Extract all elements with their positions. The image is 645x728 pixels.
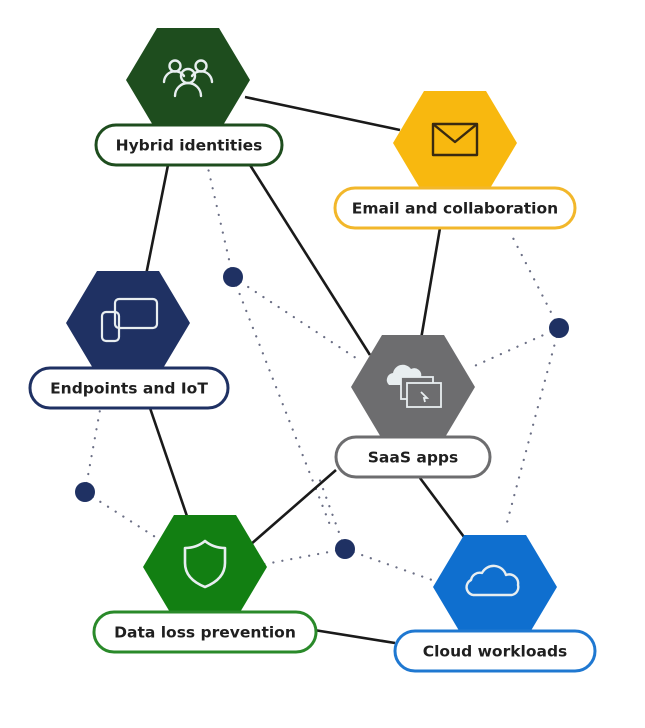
solid-link-hybrid-saas <box>248 164 372 356</box>
solid-link-saas-dlp <box>249 469 337 546</box>
dotted-link-dot-c-endpoints <box>83 408 102 494</box>
node-cloud-workloads[interactable]: Cloud workloads <box>393 535 597 673</box>
people-group-icon <box>162 59 214 98</box>
shield-icon <box>183 539 227 589</box>
dotted-link-dot-a-hybrid <box>206 166 235 279</box>
dotted-link-dot-d-dlp <box>258 547 347 567</box>
solid-link-hybrid-endpoints <box>141 164 170 291</box>
dotted-link-dot-d-cloud <box>343 547 434 582</box>
dotted-link-dot-b-cloud <box>503 326 561 532</box>
hub-dot <box>75 482 95 502</box>
solid-link-endpoints-dlp <box>148 407 192 526</box>
envelope-icon <box>431 122 479 157</box>
dotted-link-dot-a-saas <box>231 275 364 364</box>
solid-link-saas-cloud <box>418 477 472 546</box>
solid-link-dlp-cloud <box>313 628 396 645</box>
hub-dot <box>335 539 355 559</box>
dotted-link-dot-b-saas <box>468 326 561 370</box>
hub-dot <box>549 318 569 338</box>
node-data-loss-prevention[interactable]: Data loss prevention <box>92 515 318 654</box>
node-endpoints-and-iot[interactable]: Endpoints and IoT <box>28 271 230 410</box>
node-label: Data loss prevention <box>114 624 296 642</box>
label-pill <box>334 435 492 479</box>
solid-link-hybrid-email <box>244 95 401 132</box>
dotted-links <box>83 166 561 582</box>
devices-icon <box>100 297 159 343</box>
node-label: Email and collaboration <box>352 200 558 218</box>
label-pill <box>333 186 577 230</box>
solid-links <box>141 95 472 645</box>
solid-link-email-saas <box>418 227 442 346</box>
dotted-link-dot-c-dlp <box>83 490 162 542</box>
dotted-link-dot-b-email <box>508 230 561 330</box>
hub-dots <box>75 267 569 559</box>
hexagon <box>66 271 190 375</box>
node-label: Cloud workloads <box>423 643 568 661</box>
cloud-windows-icon <box>386 364 442 408</box>
node-label: Endpoints and IoT <box>50 380 208 398</box>
node-label: Hybrid identities <box>116 137 263 155</box>
hub-dot <box>223 267 243 287</box>
hexagon <box>143 515 267 619</box>
node-email-and-collaboration[interactable]: Email and collaboration <box>333 91 577 230</box>
dotted-link-dot-d-saas <box>316 473 347 551</box>
node-hybrid-identities[interactable]: Hybrid identities <box>94 28 284 167</box>
label-pill <box>92 610 318 654</box>
hexagon <box>433 535 557 639</box>
node-label: SaaS apps <box>368 449 459 467</box>
nodes: Hybrid identities Email and collaboratio… <box>28 28 597 673</box>
label-pill <box>94 123 284 167</box>
hexagon <box>126 28 250 132</box>
node-saas-apps[interactable]: SaaS apps <box>334 335 492 479</box>
cloud-icon <box>465 564 520 597</box>
label-pill <box>28 366 230 410</box>
label-pill <box>393 629 597 673</box>
